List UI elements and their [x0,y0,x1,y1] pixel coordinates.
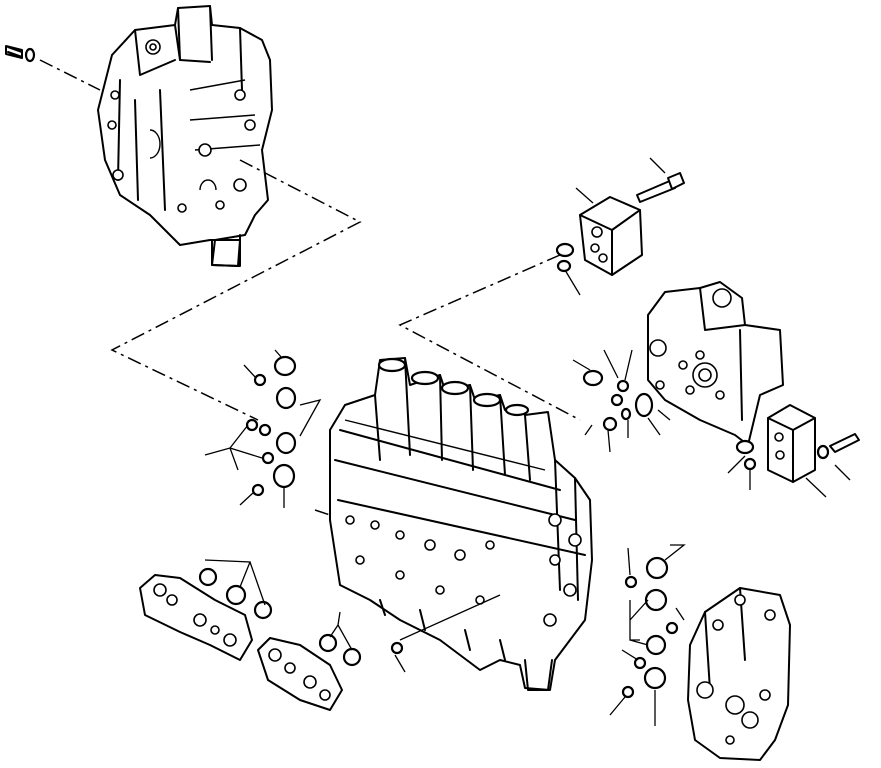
bolt-right [816,433,860,460]
center-line-2 [110,159,362,421]
leader-lines [204,157,851,726]
bolt-top-left [5,45,36,63]
main-valve-block [329,357,593,691]
orings-left [245,355,297,497]
orings-bottom-left [198,567,404,667]
right-end-section [647,281,784,446]
right-plate [767,404,816,483]
center-line-1 [39,59,101,91]
orings-center-right [582,369,654,432]
bolt-upper-right [636,172,685,203]
orings-right [735,439,757,471]
bottom-left-block-2 [257,637,343,711]
bottom-left-block-1 [139,574,253,661]
center-line-3 [398,254,581,421]
bottom-right-section [687,587,791,761]
orings-upper-right [555,242,575,273]
orings-bottom-right [621,556,679,699]
upper-right-block [579,196,643,276]
upper-valve-section [97,5,273,267]
center-line-4 [314,509,346,521]
